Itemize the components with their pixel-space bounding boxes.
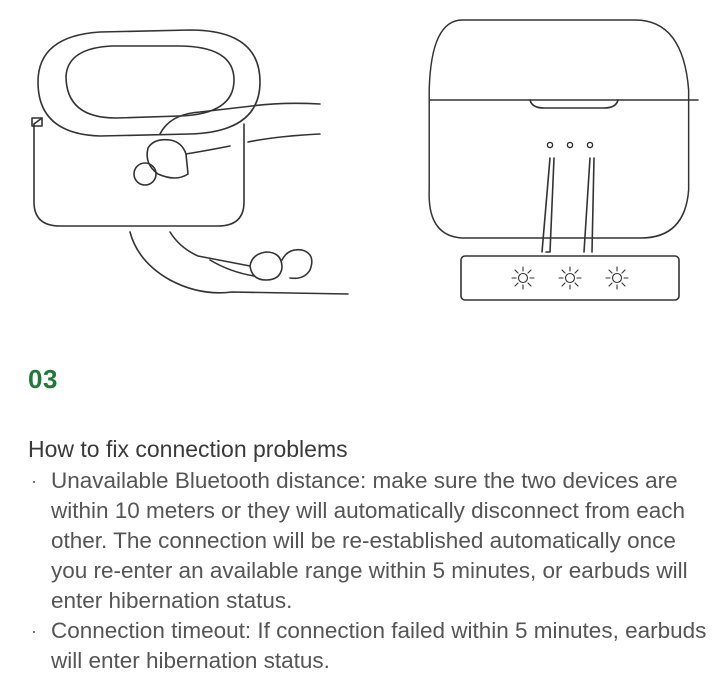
led-1 — [546, 141, 554, 149]
case-outline — [428, 19, 690, 239]
instructions: How to fix connection problems · Unavail… — [28, 434, 718, 676]
bullet-text: Connection timeout: If connection failed… — [51, 618, 707, 673]
bullet-marker: · — [31, 471, 37, 491]
bullet-marker: · — [31, 621, 37, 641]
led-2 — [566, 141, 574, 149]
sun-light-icon — [558, 266, 582, 290]
bullet-list: · Unavailable Bluetooth distance: make s… — [28, 466, 718, 676]
case-body — [33, 123, 245, 227]
list-item: · Unavailable Bluetooth distance: make s… — [28, 466, 718, 616]
sun-light-icon — [605, 266, 629, 290]
hand-lower — [129, 231, 349, 295]
section-heading: How to fix connection problems — [28, 436, 348, 462]
hinge — [31, 117, 43, 127]
case-button — [133, 162, 157, 186]
callout-leader — [541, 157, 595, 253]
hand-pressing-case-illustration — [31, 29, 349, 295]
section-number: 03 — [28, 364, 58, 394]
list-item: · Connection timeout: If connection fail… — [28, 616, 718, 676]
hand-upper — [159, 102, 321, 135]
led-3 — [586, 141, 594, 149]
callout-box — [460, 255, 680, 301]
case-lid — [37, 29, 261, 137]
case-lid-inner — [65, 45, 235, 119]
sun-light-icon — [511, 266, 535, 290]
bullet-text: Unavailable Bluetooth distance: make sur… — [51, 468, 688, 613]
indicator-lights-illustration — [428, 19, 699, 301]
